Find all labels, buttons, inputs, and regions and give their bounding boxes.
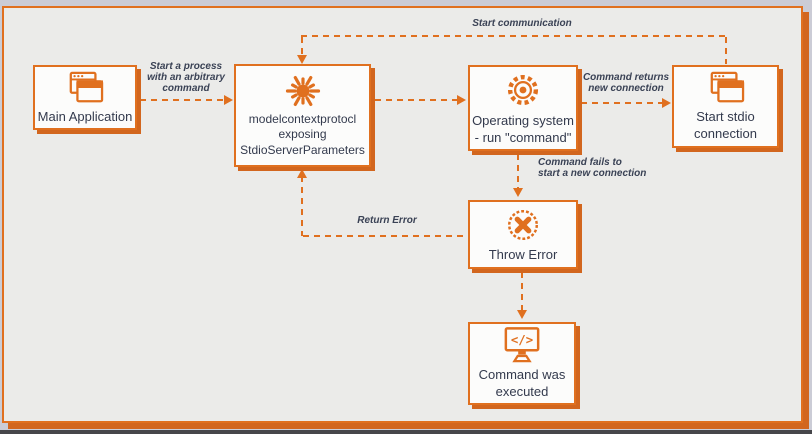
node-modelcontextprotocol: modelcontextprotocl exposing StdioServer…	[234, 64, 371, 167]
edge-label-command-returns: Command returns new connection	[582, 72, 670, 95]
edge-command-returns-line	[581, 102, 662, 104]
edge-label-command-fails: Command fails to start a new connection	[538, 157, 647, 180]
bottom-strip	[0, 430, 812, 434]
node-label: Main Application	[37, 108, 133, 124]
node-label: Start stdio connection	[694, 109, 757, 141]
edge-start-process-arrowhead	[224, 95, 233, 105]
edge-start-process-line	[140, 99, 224, 101]
gear-icon	[503, 70, 543, 110]
edge-label-return-error: Return Error	[357, 215, 417, 226]
node-label: Throw Error	[488, 246, 558, 262]
edge-label-start-communication: Start communication	[472, 18, 572, 29]
edge-executed-arrowhead	[517, 310, 527, 319]
windows-icon	[705, 70, 747, 106]
error-icon	[504, 206, 542, 244]
node-command-executed: </> Command was executed	[468, 322, 576, 405]
edge-command-returns-arrowhead	[662, 98, 671, 108]
monitor-code-icon: </>	[500, 326, 544, 364]
starburst-icon	[284, 73, 322, 109]
edge-command-fails-line	[517, 154, 519, 188]
edge-start-communication-arrowhead	[297, 55, 307, 64]
windows-icon	[64, 70, 106, 106]
edge-mcp-to-os-arrowhead	[457, 95, 466, 105]
edge-return-error-vline	[301, 176, 303, 236]
edge-start-communication-hline	[301, 35, 727, 37]
node-label: modelcontextprotocl exposing StdioServer…	[240, 111, 365, 157]
node-label: Command was executed	[478, 367, 566, 399]
svg-text:</>: </>	[511, 333, 533, 347]
edge-return-error-hline	[303, 235, 465, 237]
edge-label-start-process: Start a process with an arbitrary comman…	[147, 61, 225, 95]
node-operating-system: Operating system - run "command"	[468, 65, 578, 151]
edge-mcp-to-os-line	[375, 99, 457, 101]
edge-start-communication-vline-right	[725, 37, 727, 64]
node-start-stdio-connection: Start stdio connection	[672, 65, 779, 148]
edge-executed-line	[521, 272, 523, 310]
edge-start-communication-vline-left	[301, 37, 303, 55]
node-main-application: Main Application	[33, 65, 137, 130]
edge-return-error-arrowhead	[297, 169, 307, 178]
node-label: Operating system - run "command"	[472, 112, 574, 145]
edge-command-fails-arrowhead	[513, 188, 523, 197]
node-throw-error: Throw Error	[468, 200, 578, 269]
